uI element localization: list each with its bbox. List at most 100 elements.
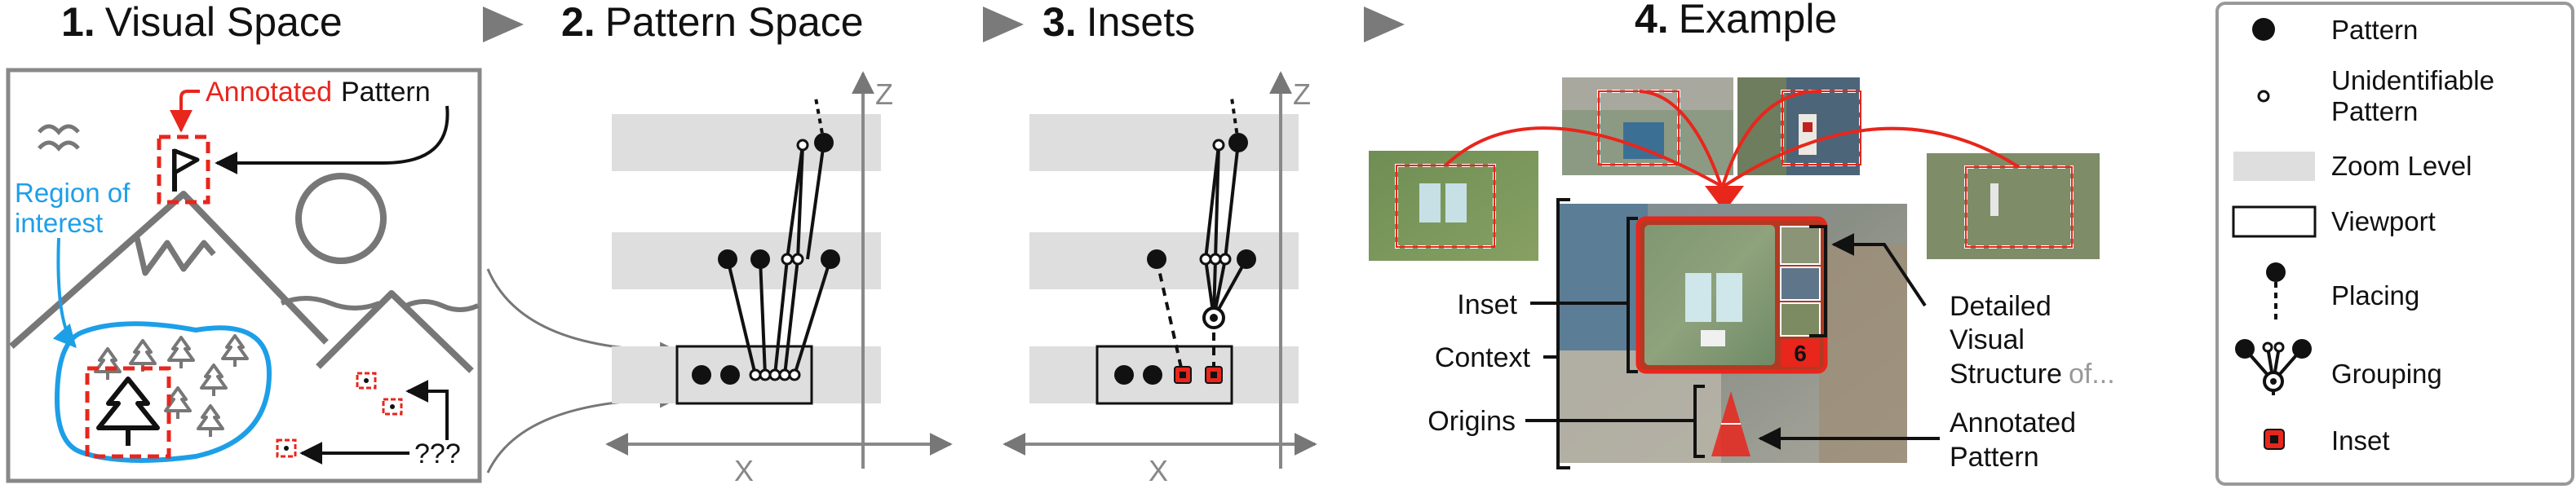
legend-grouping-dot xyxy=(2235,339,2255,359)
thumbnail-links xyxy=(1444,89,2021,187)
mountain-snowcap xyxy=(134,237,216,276)
link xyxy=(793,258,832,376)
tree-pattern-box xyxy=(85,366,171,459)
pattern-dot xyxy=(1143,365,1162,385)
pattern-tree xyxy=(726,97,832,376)
thumbnail-4 xyxy=(1927,153,2100,259)
inset-detail xyxy=(1685,273,1711,322)
z-axis-label: Z xyxy=(875,77,893,111)
region-of-interest xyxy=(54,321,272,463)
link xyxy=(1230,97,1240,143)
legend-viewport: Viewport xyxy=(2331,206,2436,236)
pattern-dot xyxy=(1114,365,1134,385)
panel-title-3: 3.Insets xyxy=(1042,0,1195,45)
detail-leader xyxy=(1831,233,1927,307)
link xyxy=(806,142,825,260)
satellite-detail xyxy=(1990,183,1998,216)
inset-count-badge xyxy=(1781,339,1820,367)
tiny-pattern-dot xyxy=(364,378,369,383)
legend-grouping: Grouping xyxy=(2331,359,2442,389)
mountain-shape xyxy=(9,191,329,349)
label-inset: Inset xyxy=(1457,289,1517,320)
z-axis-label: Z xyxy=(1293,77,1311,111)
pattern-space-panel: Z X xyxy=(605,71,953,487)
inset-marker-core xyxy=(1211,372,1217,378)
legend-placing-icon xyxy=(2266,262,2286,282)
pattern-dot xyxy=(718,249,737,269)
link-curve xyxy=(1723,126,2021,187)
legend-pattern: Pattern xyxy=(2331,15,2418,45)
bird-icon xyxy=(38,124,80,135)
pattern-dot xyxy=(720,365,740,385)
link xyxy=(1224,142,1240,260)
legend-grouping-node-core xyxy=(2270,378,2277,385)
tree-icon xyxy=(197,404,224,437)
legend-unidentifiable-1: Unidentifiable xyxy=(2331,65,2494,95)
inset-thumb xyxy=(1780,267,1821,301)
thumbnail-3 xyxy=(1369,151,1538,261)
zoom-band xyxy=(612,346,881,403)
link-curve xyxy=(1444,126,1722,187)
context-bracket xyxy=(1556,198,1570,469)
visual-space-panel: Annotated Pattern Region of interest ??? xyxy=(6,68,482,483)
pattern-dot xyxy=(1228,133,1248,152)
panel-title-1: 1.Visual Space xyxy=(61,0,343,45)
viewport-box xyxy=(675,345,813,405)
link xyxy=(1214,144,1220,260)
label-detailed-2: Visual xyxy=(1950,324,2025,355)
link xyxy=(759,258,767,376)
panel-title-2: 2.Pattern Space xyxy=(561,0,864,45)
annotated-arrow xyxy=(170,90,200,133)
big-tree-icon xyxy=(96,377,160,446)
insets-panel: Z X xyxy=(1003,71,1317,487)
legend-grouping-dot-small xyxy=(2273,341,2285,353)
flag-icon xyxy=(172,148,200,175)
example-panel: 6 Inset Context Origins Detailed Visual … xyxy=(1369,77,2115,473)
big-red-arrow xyxy=(1705,186,1744,212)
region-label-1: Region of xyxy=(15,178,131,208)
region-label-2: interest xyxy=(15,208,103,238)
link xyxy=(786,144,804,260)
unidentifiable-dot xyxy=(749,368,762,381)
label-context: Context xyxy=(1435,342,1531,373)
legend-grouping-dot-small xyxy=(2262,341,2273,353)
inset-bracket xyxy=(1627,217,1638,373)
zoom-band xyxy=(1029,114,1299,171)
unknown-arrow-up xyxy=(405,380,449,440)
satellite-detail xyxy=(1803,122,1812,132)
legend-zoom: Zoom Level xyxy=(2331,151,2472,181)
satellite-detail xyxy=(1558,204,1648,350)
panel-arrow-1 xyxy=(483,7,524,42)
x-axis-label: X xyxy=(1149,454,1168,487)
grouping-node-core xyxy=(1210,314,1218,322)
label-annotated-2: Pattern xyxy=(1950,442,2039,473)
pattern-label: Pattern xyxy=(341,77,431,108)
legend-inset: Inset xyxy=(2331,425,2390,456)
unidentifiable-dot xyxy=(759,368,772,381)
unidentified-pattern-box xyxy=(382,398,403,416)
sun-icon xyxy=(295,173,387,264)
link xyxy=(1155,258,1184,376)
label-detailed-1: Detailed xyxy=(1950,291,2052,322)
legend-zoom-icon xyxy=(2233,152,2315,181)
panel-arrow-3 xyxy=(1364,7,1405,42)
zoom-band xyxy=(1029,346,1299,403)
viewport-box xyxy=(1095,345,1233,405)
satellite-detail xyxy=(1419,183,1441,222)
tree-icon xyxy=(167,336,195,368)
unidentified-pattern-box xyxy=(356,372,377,390)
satellite-detail xyxy=(1445,183,1467,222)
hill-wave xyxy=(405,299,480,312)
unknown-label: ??? xyxy=(414,438,461,469)
pattern-dot xyxy=(750,249,770,269)
detail-bracket xyxy=(1809,225,1827,337)
bird-icon xyxy=(38,140,80,152)
panel-arrow-2 xyxy=(983,7,1024,42)
link xyxy=(726,258,757,376)
legend-grouping-dot xyxy=(2292,339,2312,359)
unidentifiable-dot xyxy=(778,368,791,381)
link xyxy=(783,258,799,376)
legend-placing: Placing xyxy=(2331,280,2419,311)
legend-unidentifiable-icon xyxy=(2257,90,2270,103)
